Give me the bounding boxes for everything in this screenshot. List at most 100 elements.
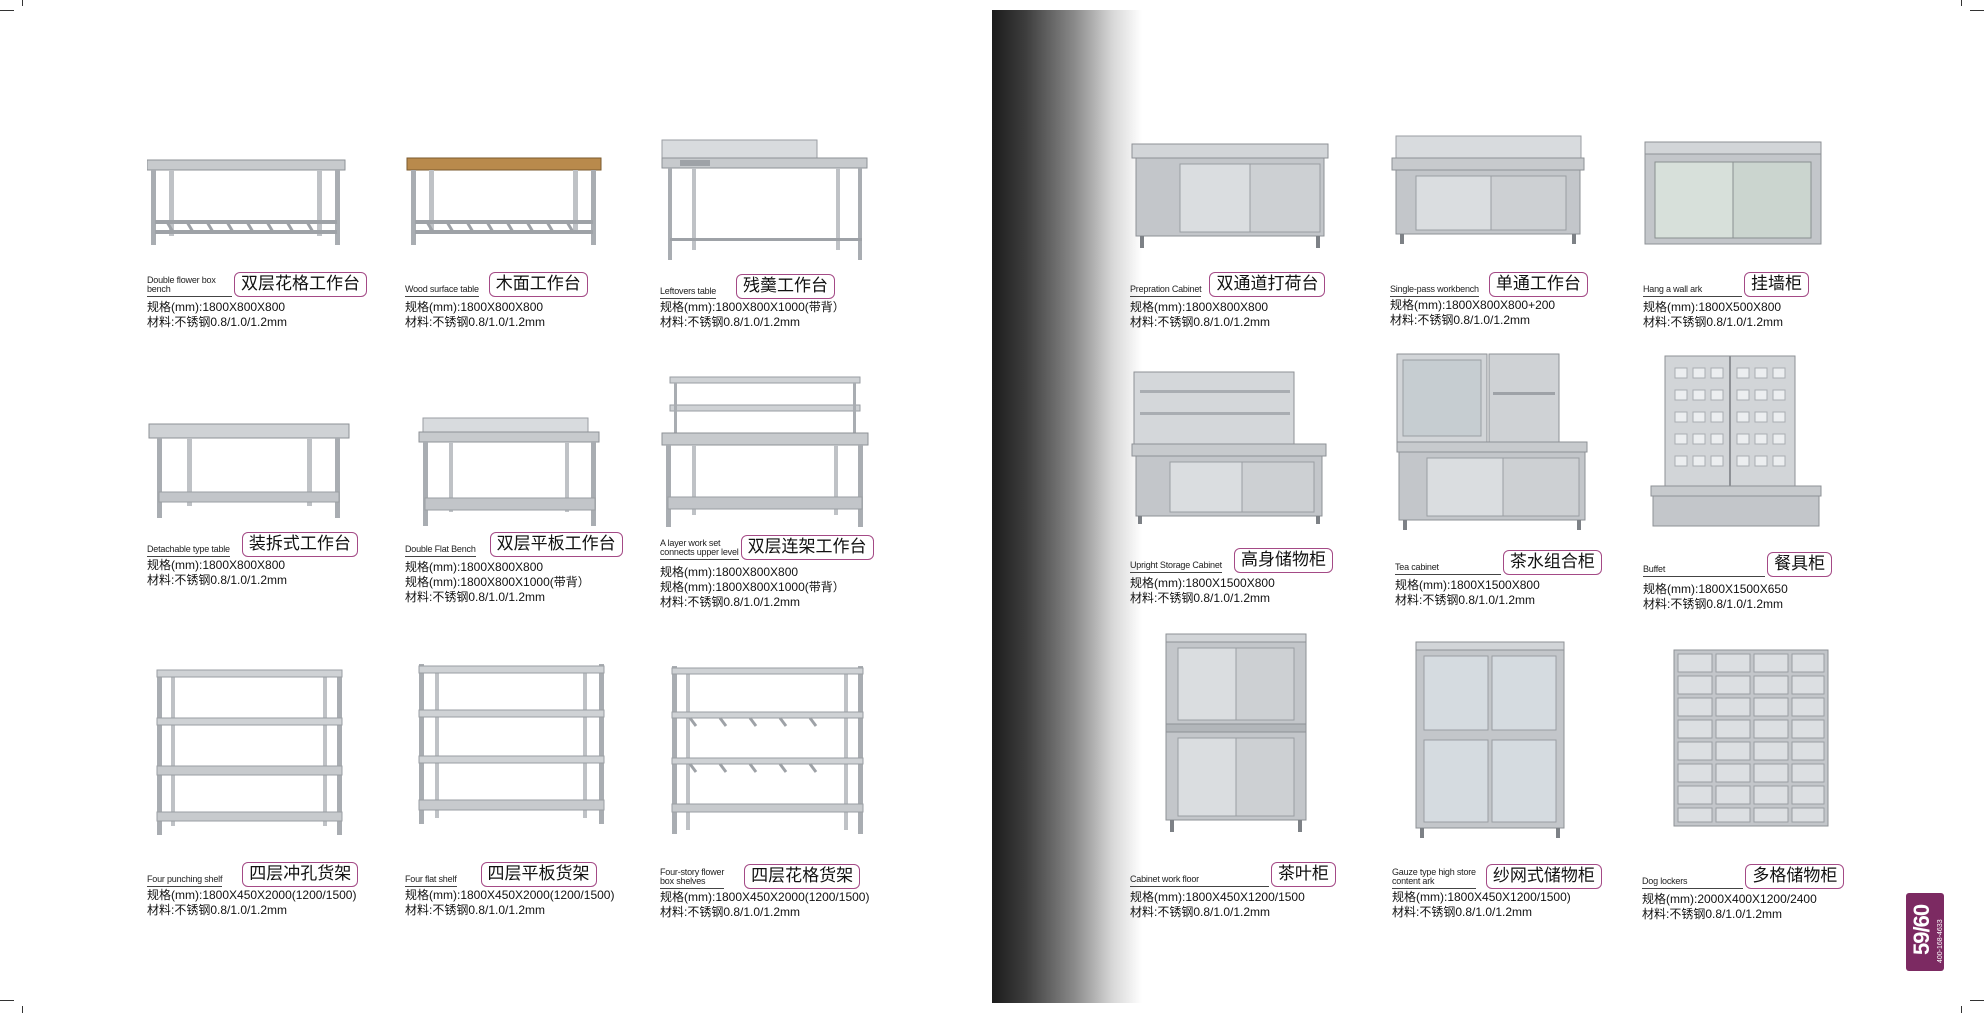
phone-number: 400-168-4633	[1937, 919, 1944, 963]
product-image	[405, 662, 615, 832]
crop-mark	[0, 1000, 14, 1001]
spec-line: 规格(mm):1800X800X800	[405, 560, 544, 574]
product-name-en: Four-story flower box shelves	[660, 868, 724, 889]
product-name-zh: 四层花格货架	[744, 864, 861, 889]
product-name-en: Tea cabinet	[1395, 563, 1501, 575]
crop-mark	[22, 0, 23, 6]
product-name-en: Double flower box bench	[147, 276, 232, 297]
product-name-zh: 双通道打荷台	[1209, 272, 1326, 297]
product-name-zh: 残羹工作台	[736, 274, 836, 299]
product-name-zh: 高身储物柜	[1233, 548, 1333, 573]
spec-line: 规格(mm):1800X800X800	[147, 558, 286, 572]
product-name-en: Four punching shelf	[147, 875, 222, 887]
product-image	[1130, 140, 1340, 252]
spec-line: 规格(mm):2000X400X1200/2400	[1642, 892, 1817, 906]
product-name-zh: 茶水组合柜	[1502, 550, 1602, 575]
product-name-en: Four flat shelf	[405, 875, 457, 887]
product-image	[1643, 140, 1853, 250]
spec-line: 规格(mm):1800X800X800	[147, 300, 286, 314]
product-image	[405, 416, 615, 531]
product-name-en: Prepration Cabinet	[1130, 285, 1202, 297]
spec-line: 材料:不锈钢0.8/1.0/1.2mm	[147, 315, 288, 329]
spec-line: 规格(mm):1800X1500X650	[1643, 582, 1788, 596]
product-image	[1672, 648, 1882, 828]
spec-line: 材料:不锈钢0.8/1.0/1.2mm	[1643, 315, 1784, 329]
product-name-zh: 挂墙柜	[1744, 272, 1810, 297]
crop-mark	[1961, 0, 1962, 6]
product-name-en: Dog lockers	[1642, 877, 1744, 889]
spec-line: 材料:不锈钢0.8/1.0/1.2mm	[405, 903, 546, 917]
spine-gradient	[992, 10, 1142, 1003]
spec-line: 规格(mm):1800X800X1000(带背）	[660, 300, 845, 314]
product-image	[1390, 134, 1600, 246]
spec-line: 规格(mm):1800X450X1200/1500)	[1392, 890, 1571, 904]
spec-line: 材料:不锈钢0.8/1.0/1.2mm	[1130, 315, 1271, 329]
spec-line: 规格(mm):1800X450X1200/1500	[1130, 890, 1305, 904]
spec-line: 材料:不锈钢0.8/1.0/1.2mm	[660, 905, 801, 919]
spec-line: 材料:不锈钢0.8/1.0/1.2mm	[405, 590, 546, 604]
product-image	[147, 420, 357, 530]
spec-line: 材料:不锈钢0.8/1.0/1.2mm	[1390, 313, 1531, 327]
spec-line: 材料:不锈钢0.8/1.0/1.2mm	[1642, 907, 1783, 921]
product-name-zh: 四层平板货架	[480, 862, 597, 887]
product-name-en: Detachable type table	[147, 545, 230, 557]
spec-line: 规格(mm):1800X800X800+200	[1390, 298, 1556, 312]
spec-line: 规格(mm):1800X450X2000(1200/1500)	[660, 890, 870, 904]
spec-line: 规格(mm):1800X800X800	[405, 300, 544, 314]
crop-mark	[1961, 1006, 1962, 1013]
product-name-zh: 茶叶柜	[1270, 862, 1336, 887]
product-name-en: Single-pass workbench	[1390, 285, 1479, 297]
spec-line: 规格(mm):1800X800X1000(带背）	[660, 580, 845, 594]
spec-line: 材料:不锈钢0.8/1.0/1.2mm	[660, 315, 801, 329]
product-name-en: Buffet	[1643, 565, 1766, 577]
product-name-zh: 多格储物柜	[1745, 864, 1845, 889]
product-name-en: Cabinet work floor	[1130, 875, 1269, 887]
crop-mark	[1970, 10, 1984, 11]
product-name-zh: 四层冲孔货架	[242, 862, 359, 887]
spec-line: 材料:不锈钢0.8/1.0/1.2mm	[1392, 905, 1533, 919]
product-name-en: Hang a wall ark	[1643, 285, 1743, 297]
product-image	[1643, 354, 1853, 534]
product-image	[1160, 632, 1370, 842]
spec-line: 材料:不锈钢0.8/1.0/1.2mm	[147, 573, 288, 587]
spec-line: 规格(mm):1800X450X2000(1200/1500)	[405, 888, 615, 902]
product-name-en: Double Flat Bench	[405, 545, 476, 557]
product-name-zh: 餐具柜	[1767, 552, 1833, 577]
spec-line: 规格(mm):1800X500X800	[1643, 300, 1782, 314]
product-name-zh: 双层平板工作台	[489, 532, 623, 557]
crop-mark	[22, 1006, 23, 1013]
spec-line: 规格(mm):1800X800X800	[1130, 300, 1269, 314]
product-name-en: Leftovers table	[660, 287, 716, 299]
product-name-zh: 单通工作台	[1488, 272, 1588, 297]
product-image	[1395, 352, 1605, 532]
product-name-zh: 装拆式工作台	[241, 532, 358, 557]
spec-line: 材料:不锈钢0.8/1.0/1.2mm	[660, 595, 801, 609]
spec-line: 规格(mm):1800X450X2000(1200/1500)	[147, 888, 357, 902]
page-number: 59/60	[1909, 904, 1934, 955]
product-name-zh: 双层花格工作台	[234, 272, 367, 297]
spec-line: 材料:不锈钢0.8/1.0/1.2mm	[147, 903, 288, 917]
product-image	[147, 668, 357, 838]
product-name-en: A layer work set connects upper level	[660, 539, 739, 560]
product-image	[147, 150, 357, 250]
product-name-zh: 木面工作台	[488, 272, 588, 297]
product-name-en: Upright Storage Cabinet	[1130, 561, 1222, 573]
product-name-zh: 双层连架工作台	[740, 535, 874, 560]
product-name-zh: 纱网式储物柜	[1485, 864, 1602, 889]
spec-line: 规格(mm):1800X1500X800	[1395, 578, 1540, 592]
product-name-en: Gauze type high store content ark	[1392, 868, 1476, 889]
product-image	[660, 138, 870, 268]
product-image	[660, 375, 870, 535]
product-image	[405, 150, 615, 250]
spec-line: 规格(mm):1800X800X800	[660, 565, 799, 579]
spec-line: 材料:不锈钢0.8/1.0/1.2mm	[1130, 905, 1271, 919]
spec-line: 材料:不锈钢0.8/1.0/1.2mm	[1643, 597, 1784, 611]
crop-mark	[1970, 1000, 1984, 1001]
product-image	[1412, 640, 1622, 842]
spec-line: 材料:不锈钢0.8/1.0/1.2mm	[405, 315, 546, 329]
spec-line: 规格(mm):1800X1500X800	[1130, 576, 1275, 590]
product-name-en: Wood surface table	[405, 285, 479, 297]
page-number-badge: 59/60 400-168-4633	[1906, 893, 1944, 971]
spec-line: 材料:不锈钢0.8/1.0/1.2mm	[1395, 593, 1536, 607]
crop-mark	[0, 10, 14, 11]
